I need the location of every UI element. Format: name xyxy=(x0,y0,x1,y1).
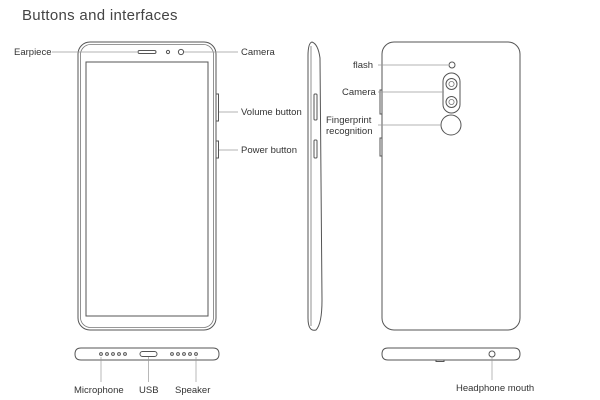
diagram-title: Buttons and interfaces xyxy=(22,7,178,24)
side-power-button xyxy=(313,139,318,159)
back-body xyxy=(381,41,521,331)
phone-bottom-view xyxy=(74,347,220,361)
rear-camera-lens-bottom xyxy=(445,96,458,108)
label-microphone: Microphone xyxy=(74,385,124,396)
label-headphone-mouth: Headphone mouth xyxy=(456,383,535,394)
front-power-edge xyxy=(215,140,219,159)
usb-port xyxy=(139,351,158,357)
phone-front-view xyxy=(77,41,219,331)
bottom-edge-body xyxy=(74,347,220,361)
front-camera-lens xyxy=(177,48,185,56)
flash-icon xyxy=(448,61,456,69)
side-volume-button xyxy=(313,93,318,121)
label-flash: flash xyxy=(353,60,374,71)
rear-camera-lens-top xyxy=(445,78,458,90)
front-sensor-dot xyxy=(165,49,171,55)
phone-side-view xyxy=(307,41,323,331)
microphone-holes xyxy=(99,352,127,356)
fingerprint-sensor xyxy=(440,114,462,136)
label-front-camera: Camera xyxy=(241,47,275,58)
back-volume-edge xyxy=(379,89,383,115)
front-volume-edge xyxy=(215,93,219,122)
front-inner-bezel xyxy=(80,44,214,328)
front-screen xyxy=(85,61,209,317)
label-power-button: Power button xyxy=(241,145,297,156)
earpiece-grille xyxy=(137,50,157,54)
label-rear-camera: Camera xyxy=(342,87,376,98)
label-fingerprint-line2: recognition xyxy=(326,126,373,137)
front-outer-body xyxy=(77,41,217,331)
back-power-edge xyxy=(379,137,383,157)
speaker-holes xyxy=(170,352,198,356)
label-usb: USB xyxy=(139,385,159,396)
label-speaker: Speaker xyxy=(175,385,211,396)
top-edge-body xyxy=(381,347,521,361)
phone-back-view xyxy=(379,41,521,331)
phone-top-view xyxy=(381,347,521,362)
top-edge-tab xyxy=(435,359,445,362)
leader-lines xyxy=(52,51,493,382)
side-body xyxy=(307,41,323,331)
headphone-jack xyxy=(488,350,496,358)
label-volume-button: Volume button xyxy=(241,107,302,118)
label-earpiece: Earpiece xyxy=(14,47,52,58)
label-fingerprint-line1: Fingerprint xyxy=(326,115,372,126)
rear-camera-module xyxy=(442,72,461,114)
